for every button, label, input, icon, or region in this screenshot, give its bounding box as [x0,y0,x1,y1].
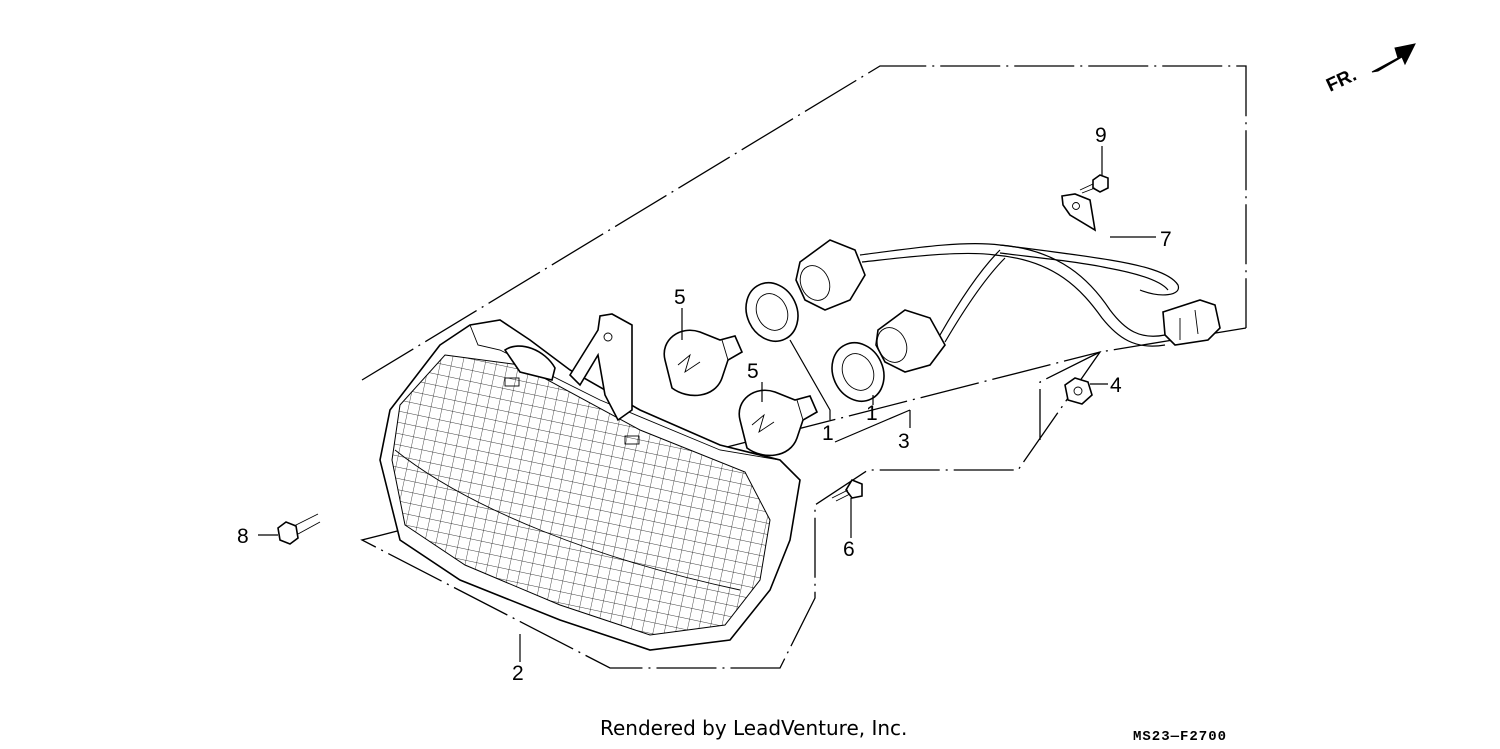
bolt-8[interactable] [277,513,321,545]
screw-9[interactable] [1079,174,1109,194]
callout-1-right: 1 [866,402,878,425]
callout-2: 2 [512,662,524,685]
callouts: 5 5 1 1 3 9 7 4 6 8 2 [237,124,1172,685]
render-credit: Rendered by LeadVenture, Inc. [600,716,908,740]
wire-harness[interactable] [859,193,1221,347]
socket-lower[interactable] [872,309,946,373]
callout-9: 9 [1095,124,1107,147]
callout-8: 8 [237,525,249,548]
tail-light-lens[interactable] [379,313,801,651]
bulb-upper[interactable] [663,329,744,397]
front-direction-indicator: FR. [1323,43,1416,97]
assembly-boundary [360,65,1247,669]
nut-4[interactable] [1064,377,1093,405]
callout-5-upper: 5 [674,286,686,309]
screw-6[interactable] [831,479,863,502]
bulb-lower[interactable] [738,389,819,457]
callout-7: 7 [1160,228,1172,251]
callout-1-left: 1 [822,422,834,445]
front-direction-arrow-icon [1371,43,1416,73]
front-direction-label: FR. [1323,65,1360,97]
callout-6: 6 [843,538,855,561]
gasket-lower[interactable] [823,334,894,410]
gasket-upper[interactable] [737,274,808,350]
socket-upper[interactable] [795,239,866,311]
leader-lines [258,146,1156,662]
callout-5-lower: 5 [747,360,759,383]
callout-4: 4 [1110,374,1122,397]
diagram-code: MS23—F2700 [1133,729,1228,745]
callout-3: 3 [898,430,910,453]
